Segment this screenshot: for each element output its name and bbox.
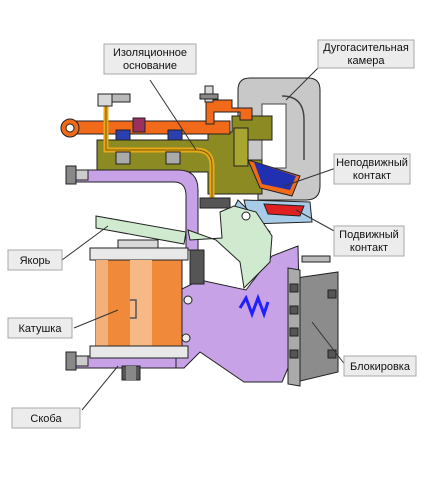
label-coil: Катушка <box>7 317 73 339</box>
svg-text:Катушка: Катушка <box>19 323 63 335</box>
terminal-screws <box>65 151 231 371</box>
fixed-contact <box>247 159 301 197</box>
svg-text:Изоляционное: Изоляционное <box>113 47 187 59</box>
label-armature: Якорь <box>7 249 63 271</box>
label-insulating-base: Изоляционное основание <box>103 43 197 75</box>
svg-text:Подвижный: Подвижный <box>339 229 399 241</box>
top-conductor <box>60 117 231 141</box>
label-moving-contact: Подвижный контакт <box>333 225 405 257</box>
svg-text:контакт: контакт <box>353 170 391 182</box>
svg-text:основание: основание <box>123 60 177 72</box>
svg-text:Неподвижный: Неподвижный <box>336 157 408 169</box>
svg-text:Якорь: Якорь <box>20 255 51 267</box>
label-fixed-contact: Неподвижный контакт <box>333 153 411 185</box>
armature <box>95 205 273 290</box>
label-bracket: Скоба <box>11 407 81 429</box>
interlock-block <box>287 255 339 387</box>
svg-text:Дугогасительная: Дугогасительная <box>323 42 409 54</box>
svg-text:Блокировка: Блокировка <box>350 361 411 373</box>
return-spring <box>238 293 270 319</box>
svg-text:контакт: контакт <box>350 242 388 254</box>
coil <box>89 239 189 381</box>
flexible-shunt <box>97 93 215 200</box>
svg-text:камера: камера <box>347 55 385 67</box>
label-interlock: Блокировка <box>343 355 417 377</box>
fixed-contact-holder <box>199 85 253 125</box>
label-arc-chamber: Дугогасительная камера <box>317 39 415 69</box>
leader-lines <box>61 63 347 411</box>
svg-text:Скоба: Скоба <box>30 413 62 425</box>
